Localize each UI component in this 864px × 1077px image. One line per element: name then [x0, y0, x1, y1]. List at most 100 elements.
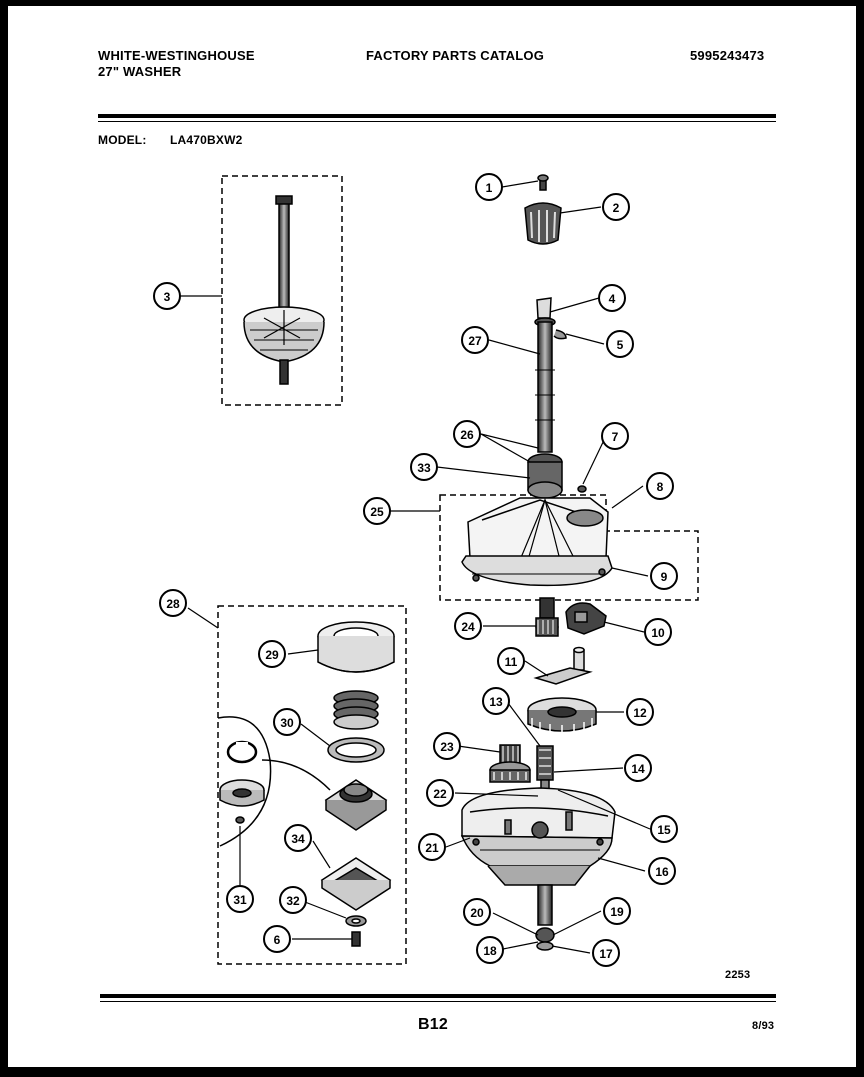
- callout-label: 19: [610, 905, 624, 919]
- footer-rule-thick: [100, 994, 776, 998]
- callout-8: 8: [646, 472, 674, 500]
- part-lower-shaft: [535, 884, 555, 951]
- callout-label: 28: [166, 597, 180, 611]
- callout-circle: [592, 939, 620, 967]
- callout-26: 26: [453, 420, 481, 448]
- callout-circle: [606, 330, 634, 358]
- leader-lines: [180, 180, 651, 954]
- callout-circle: [153, 282, 181, 310]
- header-rule-thin: [98, 121, 776, 122]
- callout-label: 5: [617, 338, 624, 352]
- callout-label: 2: [613, 201, 620, 215]
- callout-6: 6: [263, 925, 291, 953]
- group-box-agitator-shaft: [221, 175, 343, 406]
- inset-detail: [217, 716, 331, 847]
- callout-circle: [598, 284, 626, 312]
- callout-3: 3: [153, 282, 181, 310]
- callout-11: 11: [497, 647, 525, 675]
- callout-circle: [646, 472, 674, 500]
- callout-label: 31: [233, 893, 247, 907]
- part-shift-fork-10: [565, 602, 607, 635]
- callout-7: 7: [601, 422, 629, 450]
- part-ring-30: [327, 737, 385, 763]
- callout-31: 31: [226, 885, 254, 913]
- callout-circle: [601, 422, 629, 450]
- callout-21: 21: [418, 833, 446, 861]
- shaft-top: [275, 195, 293, 205]
- callout-1: 1: [475, 173, 503, 201]
- callout-circle: [453, 420, 481, 448]
- callout-18: 18: [476, 936, 504, 964]
- part-seal-29: [317, 621, 395, 673]
- part-gear-case: [460, 787, 616, 886]
- part-pinion-23: [489, 744, 531, 783]
- catalog-title: FACTORY PARTS CATALOG: [366, 48, 545, 63]
- callout-circle: [650, 562, 678, 590]
- catalog-number: 5995243473: [690, 48, 765, 63]
- callout-label: 25: [370, 505, 384, 519]
- callout-label: 7: [612, 430, 619, 444]
- part-gear-case-cover: [461, 485, 613, 587]
- callout-label: 21: [425, 841, 439, 855]
- shaft-bottom: [279, 359, 289, 385]
- callout-circle: [603, 897, 631, 925]
- callout-circle: [418, 833, 446, 861]
- callout-label: 6: [274, 933, 281, 947]
- callout-label: 1: [486, 181, 493, 195]
- part-cap-2: [524, 202, 562, 245]
- revision-date: 8/93: [752, 1020, 775, 1032]
- callout-circle: [497, 647, 525, 675]
- callout-13: 13: [482, 687, 510, 715]
- part-pinion-gear-24: [535, 597, 559, 637]
- callout-15: 15: [650, 815, 678, 843]
- header-rule-thick: [98, 114, 776, 118]
- callout-5: 5: [606, 330, 634, 358]
- dashed-groups: [217, 175, 699, 965]
- callout-label: 18: [483, 944, 497, 958]
- callout-circle: [461, 326, 489, 354]
- callout-34: 34: [284, 824, 312, 852]
- callout-circle: [279, 886, 307, 914]
- callout-32: 32: [279, 886, 307, 914]
- part-drive-pin-11: [533, 646, 593, 685]
- callout-circle: [475, 173, 503, 201]
- callout-label: 23: [440, 740, 454, 754]
- callout-circle: [258, 640, 286, 668]
- callout-30: 30: [273, 708, 301, 736]
- group-box-seal-kit: [217, 605, 407, 965]
- callout-label: 20: [470, 906, 484, 920]
- callout-label: 16: [655, 865, 669, 879]
- callout-4: 4: [598, 284, 626, 312]
- callout-circle: [410, 453, 438, 481]
- callout-circle: [363, 497, 391, 525]
- callout-12: 12: [626, 698, 654, 726]
- callout-29: 29: [258, 640, 286, 668]
- callout-circle: [482, 687, 510, 715]
- callout-circle: [644, 618, 672, 646]
- callout-label: 34: [291, 832, 305, 846]
- callout-27: 27: [461, 326, 489, 354]
- callout-label: 33: [417, 461, 431, 475]
- callout-label: 12: [633, 706, 647, 720]
- callout-label: 27: [468, 334, 482, 348]
- callout-circle: [226, 885, 254, 913]
- callout-9: 9: [650, 562, 678, 590]
- brand-name: WHITE-WESTINGHOUSE: [98, 48, 255, 63]
- callout-label: 4: [609, 292, 616, 306]
- part-seal-34: [320, 857, 392, 911]
- callout-circle: [454, 612, 482, 640]
- model-label: MODEL:: [98, 133, 147, 147]
- callout-label: 10: [651, 626, 665, 640]
- callout-circle: [463, 898, 491, 926]
- callout-24: 24: [454, 612, 482, 640]
- callout-33: 33: [410, 453, 438, 481]
- callout-circle: [273, 708, 301, 736]
- callout-label: 14: [631, 762, 645, 776]
- model-value: LA470BXW2: [170, 133, 243, 147]
- callout-circle: [284, 824, 312, 852]
- part-screw-6: [351, 931, 361, 947]
- callout-circle: [624, 754, 652, 782]
- callout-circle: [602, 193, 630, 221]
